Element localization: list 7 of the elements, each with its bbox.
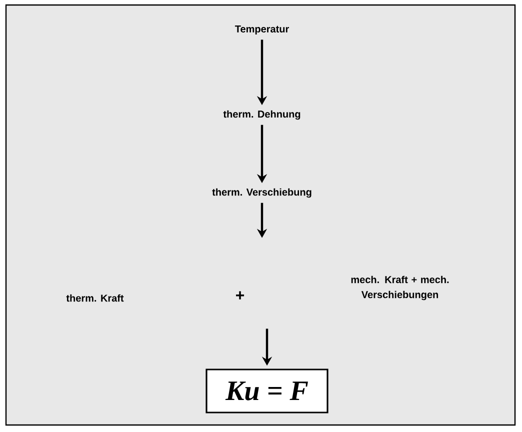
node-text: therm. Dehnung (223, 110, 300, 120)
plus-sign: + (236, 291, 244, 300)
node-text: mech. Kraft + mech. Verschiebungen (351, 276, 449, 300)
equation-box: Ku = F (206, 368, 328, 414)
node-text: therm. Kraft (66, 294, 124, 302)
node-text: therm. Verschiebung (212, 188, 312, 198)
node-text: Temperatur (234, 26, 289, 34)
